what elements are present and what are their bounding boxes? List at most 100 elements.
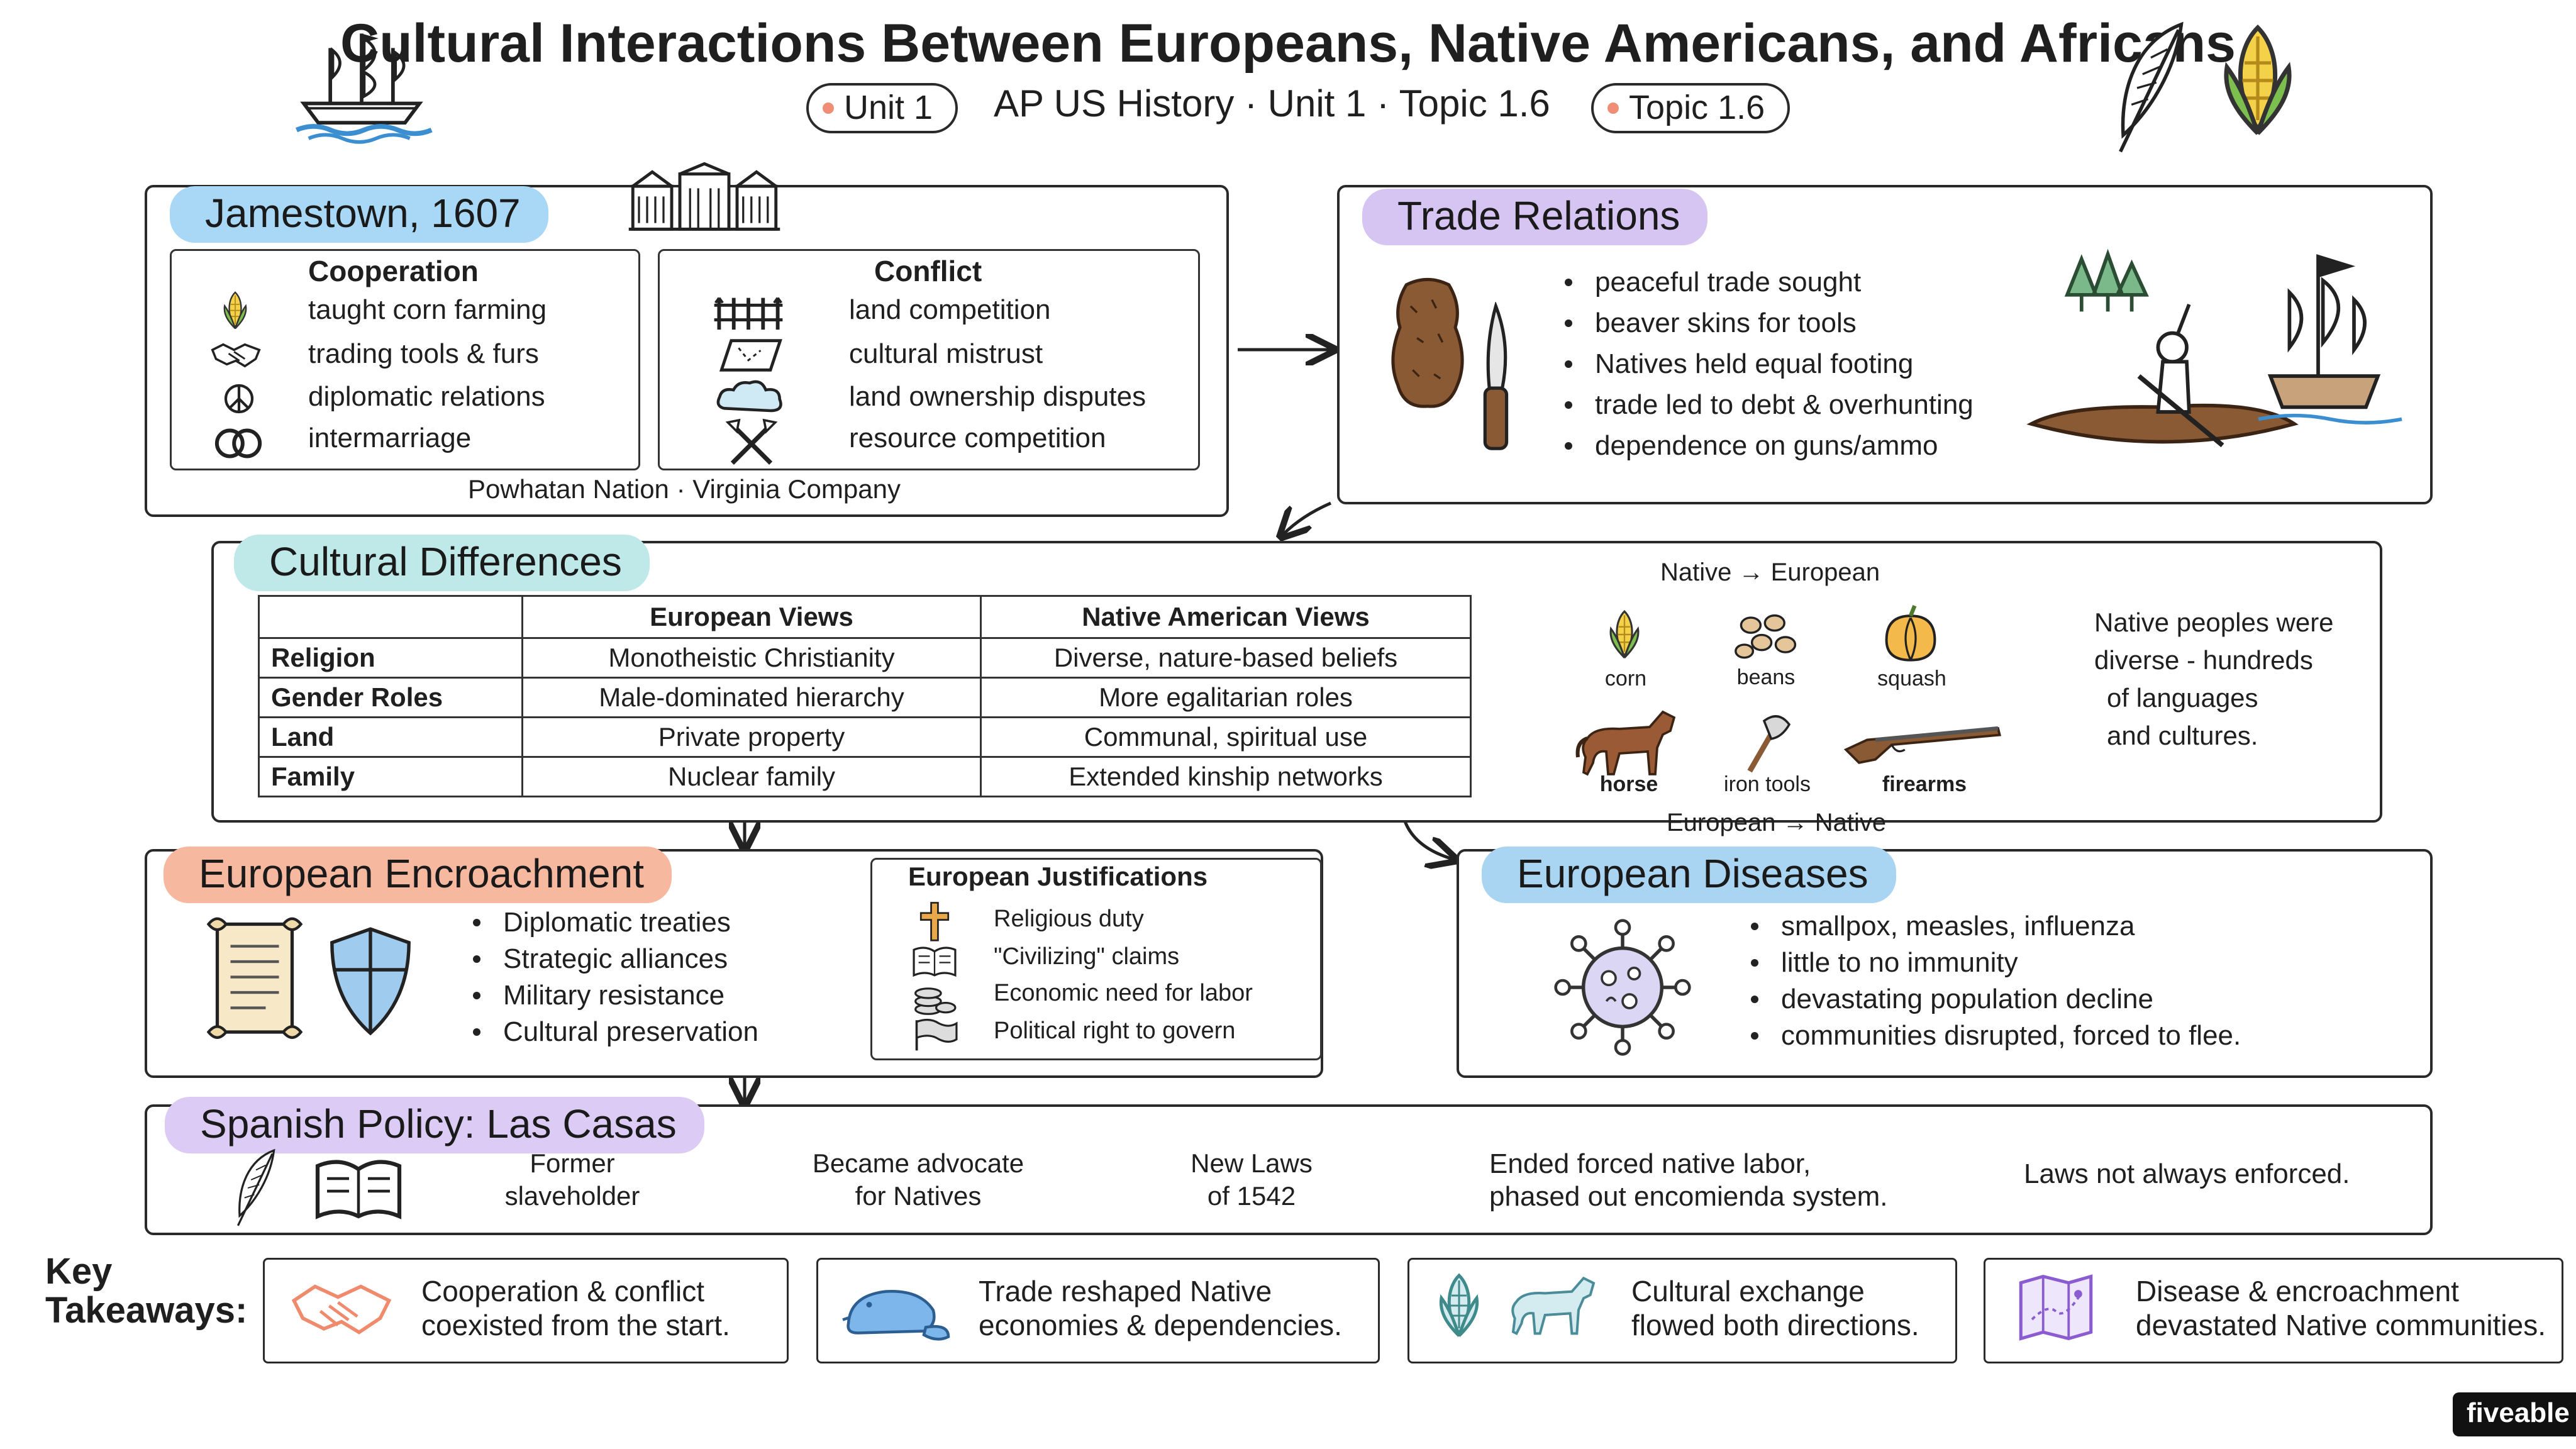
- corn-icon: [2214, 19, 2302, 151]
- justifications-box: [870, 858, 1322, 1060]
- exchange-item: iron tools: [1724, 772, 1811, 796]
- peace-icon: [221, 381, 257, 416]
- spanish-title: Spanish Policy: Las Casas: [165, 1097, 704, 1153]
- trade-item: Natives held equal footing: [1562, 343, 1974, 384]
- takeaway-line: coexisted from the start.: [421, 1309, 730, 1341]
- table-header-row: European Views Native American Views: [258, 595, 1472, 639]
- trade-item: beaver skins for tools: [1562, 303, 1974, 343]
- table-row: Religion Monotheistic Christianity Diver…: [258, 637, 1472, 679]
- feather-quill-icon: [2107, 19, 2195, 157]
- disease-item: devastating population decline: [1748, 981, 2241, 1018]
- justification-item: Political right to govern: [994, 1018, 1236, 1044]
- pill-unit: Unit 1: [806, 83, 958, 133]
- table-cell: Religion: [258, 637, 523, 679]
- views-table: European Views Native American Views Rel…: [258, 595, 1472, 797]
- differences-title: Cultural Differences: [234, 535, 650, 591]
- table-cell: More egalitarian roles: [980, 677, 1472, 718]
- trade-title: Trade Relations: [1362, 189, 1708, 245]
- conflict-item: resource competition: [849, 423, 1106, 453]
- crossed-tools-icon: [723, 418, 780, 468]
- step-line: Became advocate: [812, 1148, 1024, 1178]
- encroachment-list: Diplomatic treaties Strategic alliances …: [470, 904, 758, 1050]
- diseases-list: smallpox, measles, influenza little to n…: [1748, 908, 2241, 1054]
- diversity-note-line: of languages: [2107, 683, 2258, 713]
- map-icon: [2009, 1272, 2103, 1343]
- cloud-icon: [712, 376, 787, 418]
- takeaway-line: flowed both directions.: [1631, 1309, 1919, 1341]
- takeaway-line: Cultural exchange: [1631, 1275, 1865, 1307]
- book-icon: [911, 943, 958, 979]
- open-book-icon: [302, 1153, 415, 1223]
- table-row: Gender Roles Male-dominated hierarchy Mo…: [258, 677, 1472, 718]
- conflict-heading: Conflict: [874, 255, 982, 287]
- justification-item: Religious duty: [994, 906, 1144, 932]
- corn-icon: [1602, 608, 1646, 665]
- shield-icon: [325, 924, 416, 1038]
- step-line: Former: [530, 1148, 615, 1178]
- exchange-item: firearms: [1882, 772, 1967, 796]
- virus-icon: [1553, 918, 1692, 1057]
- axe-icon: [1736, 712, 1792, 775]
- step-line: for Natives: [855, 1181, 982, 1211]
- beaver-icon: [839, 1275, 952, 1343]
- conflict-item: land competition: [849, 294, 1051, 325]
- cooperation-item: trading tools & furs: [308, 338, 539, 369]
- disease-item: little to no immunity: [1748, 945, 2241, 981]
- corn-icon: [218, 289, 253, 335]
- table-cell: Extended kinship networks: [980, 756, 1472, 797]
- pill-unit-label: Unit 1: [844, 89, 933, 126]
- justifications-heading: European Justifications: [908, 862, 1208, 891]
- step-line: Ended forced native labor,: [1489, 1148, 1811, 1179]
- pill-dot: [823, 103, 834, 114]
- exchange-bottom-label: European → Native: [1667, 809, 1887, 836]
- table-row: Family Nuclear family Extended kinship n…: [258, 756, 1472, 797]
- coins-icon: [911, 980, 958, 1016]
- encroachment-title: European Encroachment: [164, 847, 672, 903]
- rifle-icon: [1843, 717, 2006, 766]
- cooperation-heading: Cooperation: [308, 255, 479, 287]
- conflict-item: land ownership disputes: [849, 381, 1146, 412]
- step-line: of 1542: [1207, 1181, 1296, 1211]
- trade-item: trade led to debt & overhunting: [1562, 384, 1974, 425]
- exchange-top-label: Native → European: [1660, 558, 1880, 586]
- knife-icon: [1465, 302, 1522, 453]
- step-line: New Laws: [1191, 1148, 1313, 1178]
- diversity-note-line: Native peoples were: [2094, 608, 2334, 637]
- table-cell: Monotheistic Christianity: [521, 637, 982, 679]
- table-header: [258, 595, 523, 639]
- takeaways-label: Takeaways:: [45, 1290, 248, 1331]
- takeaway-line: economies & dependencies.: [979, 1309, 1342, 1341]
- jamestown-caption: Powhatan Nation · Virginia Company: [468, 474, 901, 504]
- cooperation-item: intermarriage: [308, 423, 472, 453]
- disease-item: communities disrupted, forced to flee.: [1748, 1018, 2241, 1054]
- trade-item: dependence on guns/ammo: [1562, 425, 1974, 466]
- feather-quill-icon: [221, 1147, 291, 1229]
- trade-list: peaceful trade sought beaver skins for t…: [1562, 262, 1974, 466]
- takeaway-line: devastated Native communities.: [2136, 1309, 2546, 1341]
- canoe-icon: [2019, 233, 2402, 472]
- cross-icon: [917, 899, 952, 942]
- diversity-note-line: diverse - hundreds: [2094, 645, 2313, 675]
- encroachment-item: Strategic alliances: [470, 941, 758, 977]
- page-subtitle: AP US History · Unit 1 · Topic 1.6: [994, 82, 1550, 125]
- trade-item: peaceful trade sought: [1562, 262, 1974, 303]
- cooperation-item: taught corn farming: [308, 294, 547, 325]
- table-cell: Communal, spiritual use: [980, 716, 1472, 758]
- fence-icon: [711, 291, 786, 332]
- takeaway-line: Cooperation & conflict: [421, 1275, 705, 1307]
- table-header: European Views: [521, 595, 982, 639]
- exchange-item: squash: [1877, 667, 1946, 691]
- page-title: Cultural Interactions Between Europeans,…: [340, 13, 2236, 74]
- beaver-pelt-icon: [1384, 274, 1472, 413]
- exchange-item: corn: [1604, 667, 1647, 691]
- brand-logo: fiveable: [2453, 1392, 2576, 1436]
- spanish-note: Laws not always enforced.: [2024, 1158, 2350, 1189]
- cooperation-box: [170, 249, 640, 470]
- encroachment-item: Military resistance: [470, 977, 758, 1014]
- diseases-title: European Diseases: [1482, 847, 1896, 903]
- table-cell: Male-dominated hierarchy: [521, 677, 982, 718]
- horse-icon: [1503, 1268, 1604, 1342]
- justification-item: "Civilizing" claims: [994, 943, 1180, 970]
- step-line: slaveholder: [504, 1181, 640, 1211]
- pill-topic: Topic 1.6: [1591, 83, 1790, 133]
